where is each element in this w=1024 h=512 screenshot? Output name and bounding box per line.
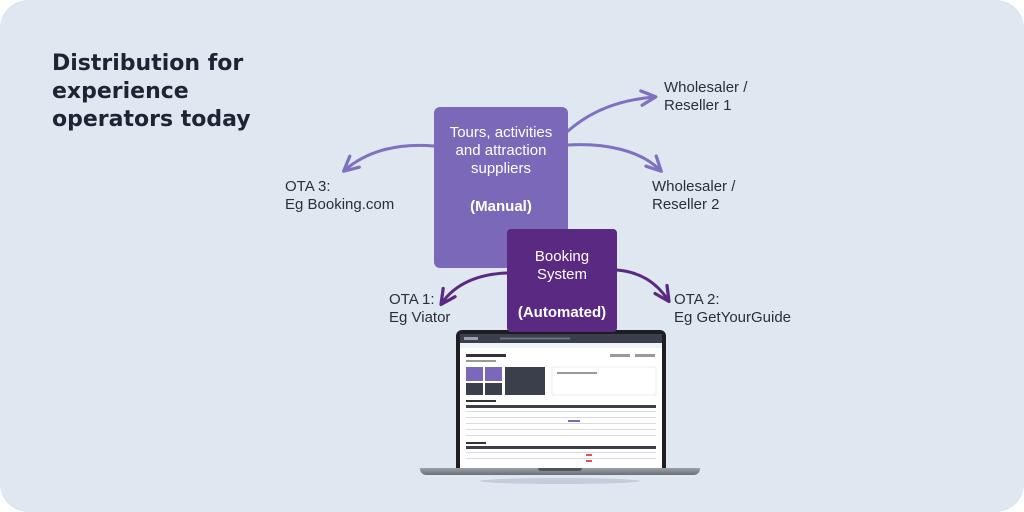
laptop-screen xyxy=(460,334,662,468)
laptop-screen-frame xyxy=(456,330,666,472)
arrow-to-ota-3 xyxy=(342,143,436,173)
label-wholesaler-2: Wholesaler / Reseller 2 xyxy=(652,178,736,213)
laptop-notch xyxy=(538,468,582,471)
label-ota-1: OTA 1: Eg Viator xyxy=(389,291,451,326)
manual-box-tag: (Manual) xyxy=(470,198,532,215)
automated-box-tag: (Automated) xyxy=(517,304,607,321)
label-wholesaler-1: Wholesaler / Reseller 1 xyxy=(664,79,748,114)
laptop-shadow xyxy=(480,478,640,484)
laptop-illustration xyxy=(420,328,700,488)
arrow-to-wholesaler-1 xyxy=(566,89,658,133)
automated-box-text: Booking System xyxy=(534,248,590,283)
dashboard-screenshot xyxy=(460,334,662,462)
manual-box-text: Tours, activities and attraction supplie… xyxy=(449,124,553,177)
arrow-to-wholesaler-2 xyxy=(566,143,663,173)
arrow-to-ota-1 xyxy=(439,271,509,307)
diagram-title: Distribution for experience operators to… xyxy=(52,51,251,132)
label-ota-2: OTA 2: Eg GetYourGuide xyxy=(674,291,792,326)
laptop-base xyxy=(420,468,700,475)
arrow-to-ota-2 xyxy=(615,268,671,304)
booking-system-box: Booking System (Automated) xyxy=(507,229,617,332)
label-ota-3: OTA 3: Eg Booking.com xyxy=(285,178,395,213)
